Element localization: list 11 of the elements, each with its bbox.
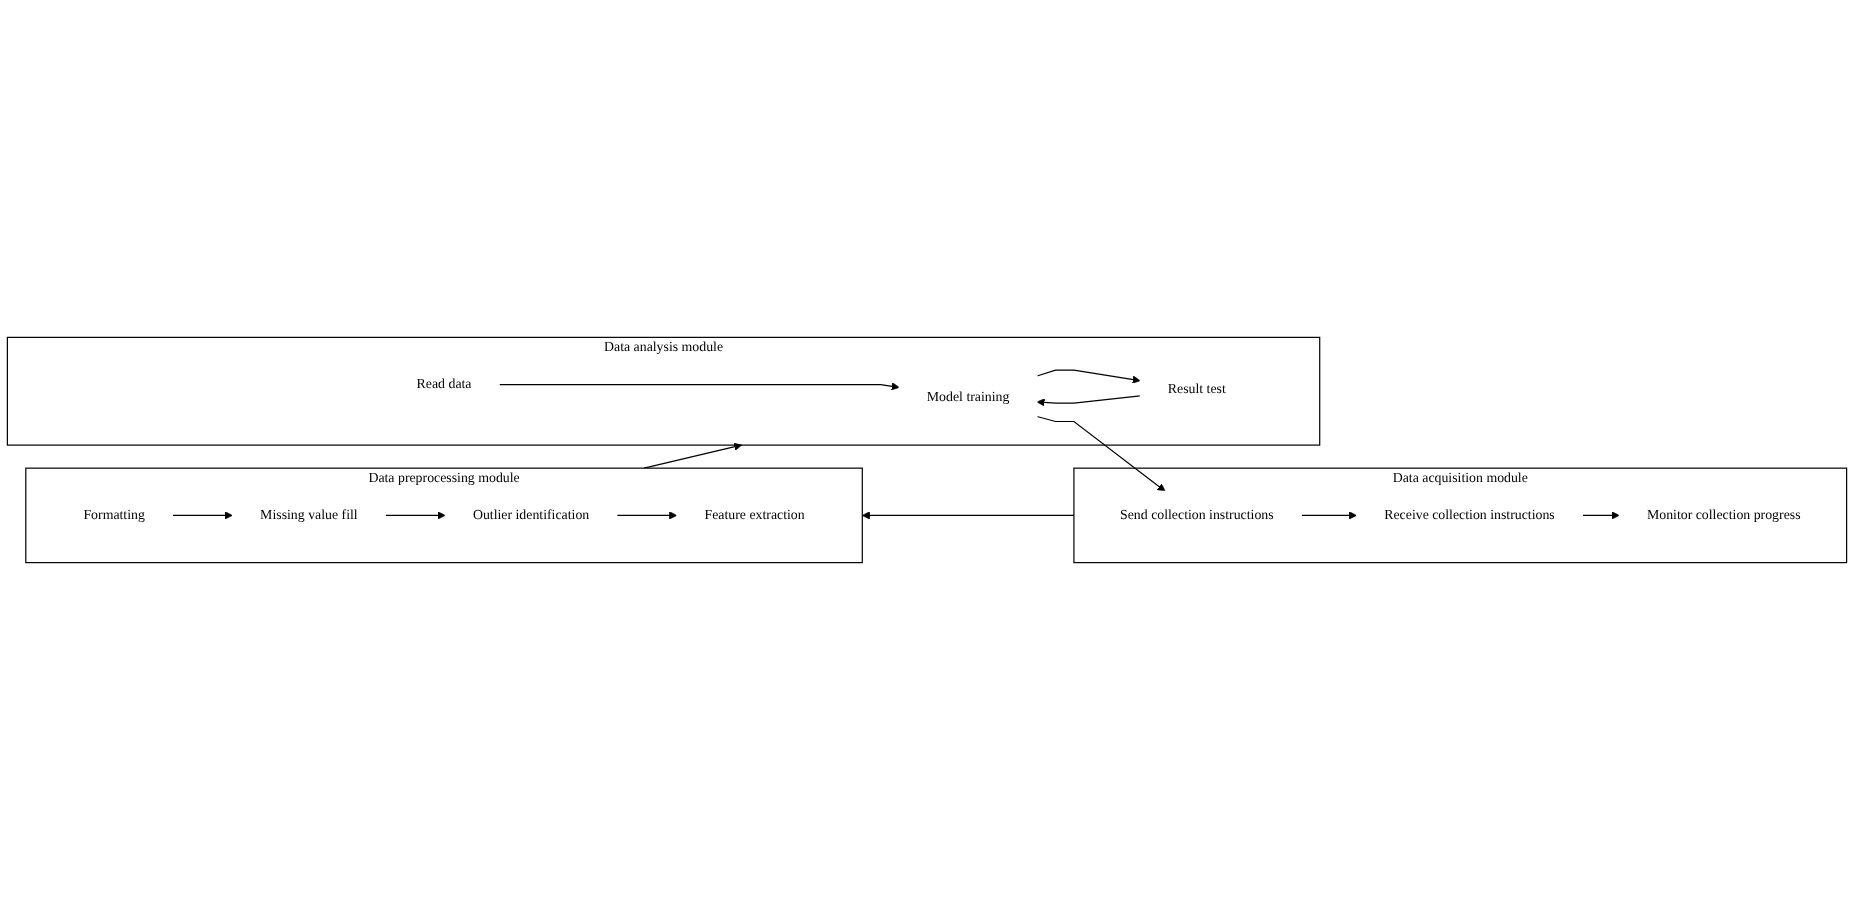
arrow <box>1581 511 1620 520</box>
arrow <box>1036 369 1141 384</box>
arrow <box>861 511 1075 520</box>
arrow <box>616 511 678 520</box>
arrow <box>643 442 743 469</box>
arrow <box>1300 511 1357 520</box>
arrow <box>1036 395 1141 407</box>
arrow <box>384 511 446 520</box>
arrow <box>1036 415 1166 492</box>
arrow <box>498 382 900 391</box>
arrow <box>171 511 233 520</box>
